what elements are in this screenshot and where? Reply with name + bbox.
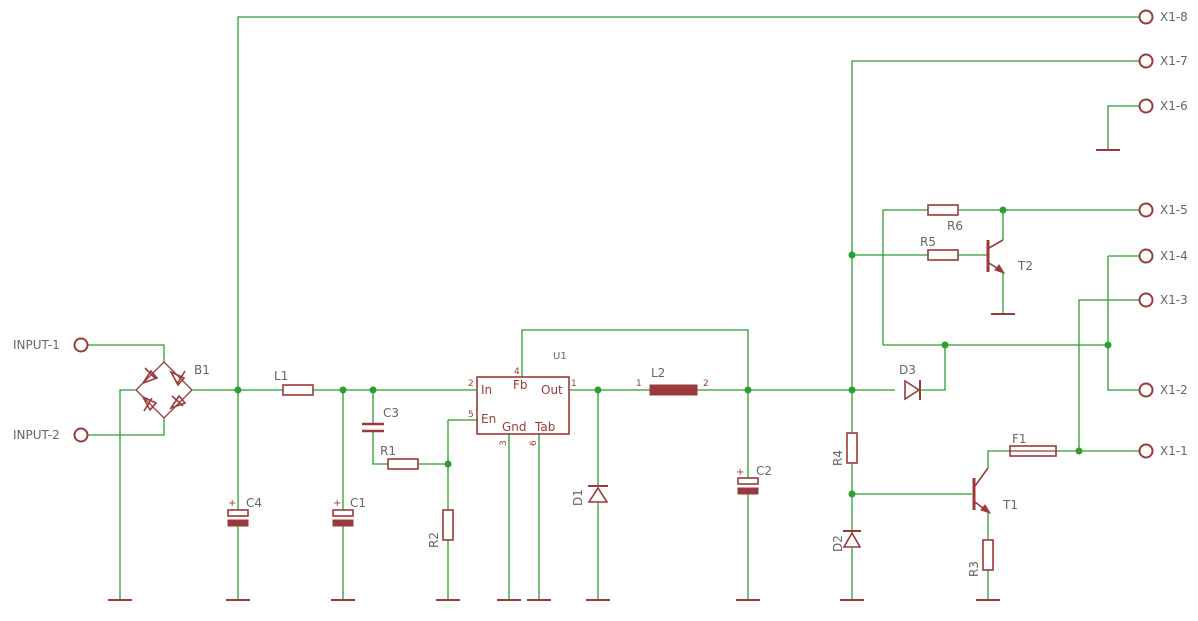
ground-symbols — [108, 149, 1120, 601]
junction-dot — [848, 490, 856, 498]
f1-label: F1 — [1012, 432, 1027, 446]
diode-d3[interactable]: D3 — [899, 363, 921, 401]
d3-label: D3 — [899, 363, 916, 377]
u1-pin-number: 1 — [571, 379, 577, 389]
u1-pin-in: In — [481, 383, 492, 397]
junction-dot — [594, 386, 602, 394]
connector-x1-8[interactable]: X1-8 — [1138, 9, 1188, 25]
junction-dot — [848, 251, 856, 259]
u1-pin-number: 4 — [514, 367, 520, 377]
x1-7-label: X1-7 — [1160, 54, 1188, 68]
bridge-rectifier-b1[interactable]: B1 — [135, 361, 210, 419]
u1-pin-tab: Tab — [534, 420, 555, 434]
capacitor-c3[interactable]: C3 — [362, 406, 399, 433]
c2-label: C2 — [756, 464, 772, 478]
transistor-t2[interactable]: T2 — [986, 239, 1033, 274]
input-1-label: INPUT-1 — [13, 338, 60, 352]
t1-label: T1 — [1002, 498, 1018, 512]
capacitor-c1[interactable]: + C1 — [332, 496, 366, 527]
junctions — [234, 206, 1112, 498]
connector-x1-5[interactable]: X1-5 — [1138, 202, 1188, 218]
x1-3-label: X1-3 — [1160, 293, 1188, 307]
connector-x1-6[interactable]: X1-6 — [1138, 98, 1188, 114]
x1-2-label: X1-2 — [1160, 383, 1188, 397]
junction-dot — [848, 386, 856, 394]
svg-text:+: + — [333, 498, 341, 509]
connector-x1-4[interactable]: X1-4 — [1138, 248, 1188, 264]
x1-4-label: X1-4 — [1160, 249, 1188, 263]
t2-label: T2 — [1017, 259, 1033, 273]
u1-pin-out: Out — [541, 383, 563, 397]
r3-label: R3 — [967, 561, 981, 577]
transistor-t1[interactable]: T1 — [972, 467, 1018, 514]
capacitor-c4[interactable]: + C4 — [227, 496, 262, 527]
junction-dot — [234, 386, 242, 394]
junction-dot — [1104, 341, 1112, 349]
u1-pin-number: 2 — [468, 379, 474, 389]
x1-6-label: X1-6 — [1160, 99, 1188, 113]
resistor-r2[interactable]: R2 — [427, 509, 454, 548]
x1-5-label: X1-5 — [1160, 203, 1188, 217]
junction-dot — [941, 341, 949, 349]
junction-dot — [369, 386, 377, 394]
svg-text:+: + — [228, 498, 236, 509]
l2-pin-number: 1 — [636, 379, 642, 389]
u1-pin-number: 3 — [499, 440, 509, 446]
capacitor-c2[interactable]: + C2 — [736, 464, 772, 495]
connector-x1-3[interactable]: X1-3 — [1138, 292, 1188, 308]
l1-label: L1 — [274, 369, 288, 383]
x1-1-label: X1-1 — [1160, 444, 1188, 458]
c4-label: C4 — [246, 496, 262, 510]
u1-pin-fb: Fb — [513, 378, 528, 392]
r2-label: R2 — [427, 532, 441, 548]
wires — [88, 16, 1140, 600]
resistor-r4[interactable]: R4 — [831, 432, 858, 466]
diode-d2[interactable]: D2 — [831, 530, 862, 552]
b1-label: B1 — [194, 363, 210, 377]
u1-pin-gnd: Gnd — [502, 420, 527, 434]
u1-pin-number: 6 — [529, 440, 539, 446]
junction-dot — [999, 206, 1007, 214]
l2-pin-number: 2 — [703, 379, 709, 389]
fuse-f1[interactable]: F1 — [1009, 432, 1057, 457]
d2-label: D2 — [831, 535, 845, 552]
junction-dot — [339, 386, 347, 394]
connector-x1-7[interactable]: X1-7 — [1138, 53, 1188, 69]
inductor-l2[interactable]: L2 1 2 — [636, 366, 709, 396]
diode-d1[interactable]: D1 — [571, 485, 609, 506]
regulator-u1[interactable]: U1 In Fb Out En Gnd Tab 2 4 1 5 3 6 — [468, 351, 577, 446]
d1-label: D1 — [571, 489, 585, 506]
resistor-r6[interactable]: R6 — [927, 204, 963, 233]
resistor-r1[interactable]: R1 — [380, 444, 419, 470]
resistor-r5[interactable]: R5 — [920, 235, 959, 261]
l2-label: L2 — [651, 366, 665, 380]
input-terminal-1[interactable]: INPUT-1 — [13, 337, 89, 353]
input-2-label: INPUT-2 — [13, 428, 60, 442]
junction-dot — [744, 386, 752, 394]
x1-8-label: X1-8 — [1160, 10, 1188, 24]
u1-pin-number: 5 — [468, 410, 474, 420]
u1-label: U1 — [553, 351, 567, 362]
r4-label: R4 — [831, 450, 845, 466]
junction-dot — [444, 460, 452, 468]
r1-label: R1 — [380, 444, 396, 458]
svg-text:+: + — [736, 467, 744, 478]
connector-x1-2[interactable]: X1-2 — [1138, 382, 1188, 398]
junction-dot — [1075, 447, 1083, 455]
r6-label: R6 — [947, 219, 963, 233]
inductor-l1[interactable]: L1 — [274, 369, 314, 396]
r5-label: R5 — [920, 235, 936, 249]
u1-pin-en: En — [481, 412, 496, 426]
c3-label: C3 — [383, 406, 399, 420]
input-terminal-2[interactable]: INPUT-2 — [13, 427, 89, 443]
resistor-r3[interactable]: R3 — [967, 539, 994, 577]
connector-x1-1[interactable]: X1-1 — [1138, 443, 1188, 459]
c1-label: C1 — [350, 496, 366, 510]
